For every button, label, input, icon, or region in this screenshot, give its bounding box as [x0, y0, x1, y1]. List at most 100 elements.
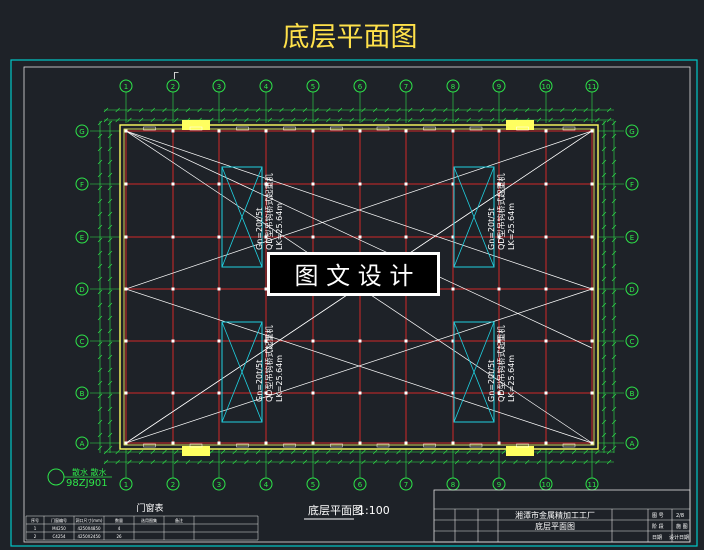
dimension-tick [97, 406, 103, 412]
column-bubble-label: 11 [588, 83, 597, 91]
dimension-tick [97, 328, 103, 334]
dimension-tick [255, 459, 261, 465]
dimension-tick [314, 117, 319, 123]
column-node [217, 129, 221, 133]
crane-label: QD型吊钩桥式起重机 [264, 326, 274, 402]
structural-grid [124, 129, 594, 445]
door-table-cell: 4 [118, 526, 121, 531]
dimension-tick [138, 459, 144, 465]
dimension-tick [97, 432, 103, 438]
dimension-tick [601, 263, 607, 269]
dimension-tick [150, 449, 156, 455]
dimension-tick [548, 449, 553, 455]
dimension-tick [244, 459, 249, 465]
dimension-tick [478, 449, 483, 455]
dimension-tick [185, 107, 191, 113]
crane-label: Gn=20t/5t [255, 208, 264, 250]
tb-drawing-name: 底层平面图 [535, 521, 575, 531]
window-mark [189, 126, 203, 131]
dimension-tick [314, 107, 319, 113]
dimension-tick [419, 117, 425, 123]
dimension-tick [595, 459, 600, 465]
dimension-tick [115, 459, 120, 465]
dimension-tick [150, 117, 156, 123]
row-bubble-label: F [80, 181, 84, 189]
dimension-tick [536, 117, 542, 123]
row-bubble [625, 177, 639, 191]
dimension-tick [279, 107, 284, 113]
window-mark [562, 443, 576, 448]
dimension-tick [127, 449, 132, 455]
dimension-tick [314, 459, 319, 465]
dimension-tick [501, 459, 507, 465]
dimension-tick [115, 107, 120, 113]
dimension-tick [255, 107, 261, 113]
door-table-cell: C4254 [53, 534, 66, 539]
dimension-tick [279, 459, 284, 465]
row-bubble [625, 282, 639, 296]
tb-sheet-label: 图 号 [652, 513, 664, 519]
dimension-tick [601, 393, 607, 399]
column-node [264, 182, 268, 186]
dimension-tick [536, 459, 542, 465]
dimension-tick [611, 354, 617, 360]
column-bubble-label: 4 [264, 83, 269, 91]
dimension-tick [611, 406, 617, 412]
dimension-tick [349, 107, 354, 113]
dimension-tick [501, 449, 507, 455]
dimension-tick [267, 459, 273, 465]
dimension-tick [97, 146, 103, 152]
column-node [264, 391, 268, 395]
dimension-tick [138, 117, 144, 123]
window-mark [516, 126, 529, 131]
dimension-tick [478, 107, 483, 113]
dimension-tick [601, 341, 607, 347]
dimension-tick [431, 459, 436, 465]
tb-date-label: 日期 [652, 535, 662, 541]
dimension-tick [107, 302, 113, 308]
dimension-tick [601, 380, 607, 386]
column-bubble-label: 8 [451, 83, 455, 91]
dimension-tick [407, 449, 413, 455]
window-mark [283, 126, 296, 131]
drawing-title: 底层平面图 [283, 22, 418, 53]
crane-label: LK=25.64m [507, 203, 516, 250]
column-bubble-label: 2 [171, 83, 175, 91]
dimension-tick [127, 107, 132, 113]
dimension-tick [115, 449, 120, 455]
column-bubble [119, 79, 133, 93]
dimension-tick [197, 459, 202, 465]
column-node [311, 182, 315, 186]
dimension-tick [97, 289, 103, 295]
column-bubble-label: 1 [124, 481, 128, 489]
column-bubble-label: 9 [497, 83, 501, 91]
dimension-tick [601, 445, 607, 451]
dimension-tick [466, 459, 471, 465]
scupper-note-line1: 散水 散水 [72, 467, 107, 477]
dimension-tick [560, 117, 565, 123]
row-bubble-label: D [629, 286, 634, 294]
crane-label: QD型吊钩桥式起重机 [264, 174, 274, 250]
column-bubble-label: 11 [588, 481, 597, 489]
column-node [451, 339, 455, 343]
column-bubble-label: 2 [171, 481, 175, 489]
dimension-tick [489, 117, 495, 123]
crane-zone-diagonal [221, 166, 263, 268]
door-table-cell: 4250X4850 [77, 526, 101, 531]
door-opening [182, 120, 210, 130]
dimension-tick [372, 117, 378, 123]
dimension-tick [97, 250, 103, 256]
dimension-tick [361, 107, 366, 113]
dimension-tick [571, 107, 577, 113]
dimension-tick [97, 224, 103, 230]
dimension-tick [279, 449, 284, 455]
column-node [544, 391, 548, 395]
window-mark [376, 443, 390, 448]
dimension-tick [454, 107, 460, 113]
column-node [217, 287, 221, 291]
column-node [497, 235, 501, 239]
column-bubble [166, 477, 180, 491]
dimension-tick [244, 107, 249, 113]
